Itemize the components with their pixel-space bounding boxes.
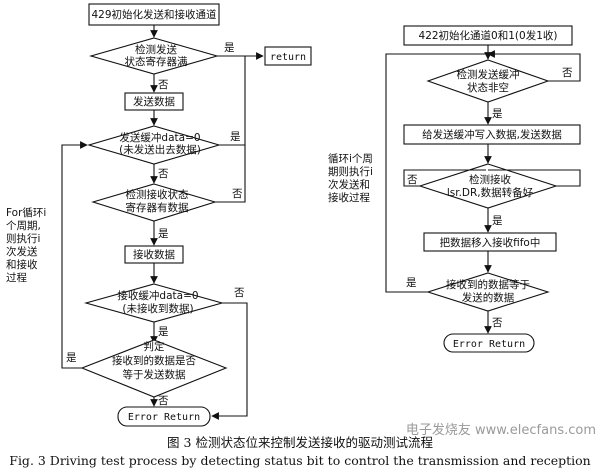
watermark: 电子发烧友 www.elecfans.com	[406, 422, 596, 438]
left-judge-line3: 等于发送数据	[123, 368, 186, 381]
right-no3: 否	[492, 317, 503, 329]
right-no1: 否	[562, 67, 573, 79]
caption-en: Fig. 3 Driving test process by detecting…	[9, 453, 590, 468]
left-flowchart: 429初始化发送和接收通道 检测发送 状态寄存器满 是 return 否 发送数…	[6, 3, 312, 427]
right-loop-arrow	[488, 169, 581, 187]
left-yes2: 是	[230, 131, 241, 143]
right-no2: 否	[407, 174, 418, 186]
left-loop-note-2: 个周期,	[6, 220, 41, 232]
right-error-return-box	[443, 333, 535, 353]
left-judge-line2: 接收到的数据是否	[112, 354, 196, 367]
left-send-buf-line2: (未发送出去数据)	[119, 143, 201, 156]
right-move-fifo-label: 把数据移入接收fifo中	[440, 236, 541, 249]
left-return-box	[264, 46, 312, 66]
left-recv-buf-line1: 接收缓冲data=0	[117, 289, 198, 302]
left-error-return-label: Error Return	[128, 412, 200, 423]
left-recv-buf-line2: (未接收到数据)	[122, 302, 193, 315]
right-check-send-buf-diamond	[426, 59, 550, 103]
right-write-buf-box	[403, 124, 581, 145]
left-yes1: 是	[224, 42, 235, 54]
left-check-send-full-line2: 状态寄存器满	[125, 55, 188, 68]
right-loop-note-1: 循环i个周	[328, 152, 373, 165]
left-recv-data-label: 接收数据	[133, 248, 175, 261]
right-compare-line1: 接收到的数据等于	[446, 278, 530, 291]
left-yes4: 是	[158, 326, 169, 338]
right-check-recv-line2: lsr.DR,数据转备好	[447, 186, 534, 199]
left-no5: 否	[158, 395, 169, 407]
right-main-loop-arrow	[385, 53, 486, 293]
left-judge-line1: 判定	[144, 340, 165, 353]
right-loop-note-4: 接收过程	[328, 191, 370, 204]
left-no1: 否	[158, 79, 169, 91]
right-error-return-label: Error Return	[453, 339, 525, 350]
right-yes2: 是	[492, 215, 503, 227]
left-arrow	[215, 145, 246, 203]
left-return-label: return	[270, 52, 306, 63]
right-check-send-buf-line1: 检测发送缓冲	[457, 68, 520, 81]
right-loop-arrow	[403, 169, 486, 187]
left-loop-note-6: 过程	[6, 271, 27, 284]
left-error-return-box	[117, 406, 211, 427]
left-check-recv-line2: 寄存器有数据	[126, 201, 189, 214]
left-no3: 否	[232, 188, 243, 200]
left-send-buf-line1: 发送缓冲data=0	[119, 131, 200, 144]
left-no4: 否	[234, 287, 245, 299]
right-move-fifo-box	[423, 232, 557, 252]
right-check-send-buf-line2: 状态非空	[467, 81, 509, 94]
right-init-label: 422初始化通道0和1(0发1收)	[419, 29, 558, 42]
right-check-recv-line1: 检测接收	[469, 173, 511, 186]
left-loop-note-1: For循环i	[6, 206, 46, 219]
left-init-label: 429初始化发送和接收通道	[91, 8, 217, 21]
left-no2: 否	[158, 168, 169, 180]
left-loop-arrow	[61, 141, 88, 369]
left-loop-note-4: 次发送	[6, 245, 38, 258]
right-write-buf-label: 给发送缓冲写入数据,发送数据	[422, 128, 562, 141]
left-yes5: 是	[66, 352, 77, 364]
right-yes3: 是	[406, 277, 417, 289]
left-check-recv-line1: 检测接收状态	[126, 188, 189, 201]
right-loop-arrow	[487, 50, 581, 82]
left-yes3: 是	[158, 228, 169, 240]
caption-zh: 图 3 检测状态位来控制发送接收的驱动测试流程	[167, 435, 433, 450]
left-send-data-label: 发送数据	[133, 95, 175, 108]
left-check-send-full-line1: 检测发送	[135, 43, 177, 56]
left-loop-note-5: 和接收	[6, 258, 38, 271]
right-loop-note-3: 次发送和	[328, 178, 370, 191]
right-yes1: 是	[492, 108, 503, 120]
right-compare-line2: 发送的数据	[462, 291, 515, 304]
right-check-recv-diamond	[418, 163, 558, 209]
right-flowchart: 422初始化通道0和1(0发1收) 检测发送缓冲 状态非空 否 是 给发送缓冲写…	[328, 25, 581, 353]
right-loop-note-2: 期则执行i	[328, 165, 373, 178]
left-loop-note-3: 则执行i	[6, 232, 40, 245]
left-arrow	[211, 302, 248, 420]
